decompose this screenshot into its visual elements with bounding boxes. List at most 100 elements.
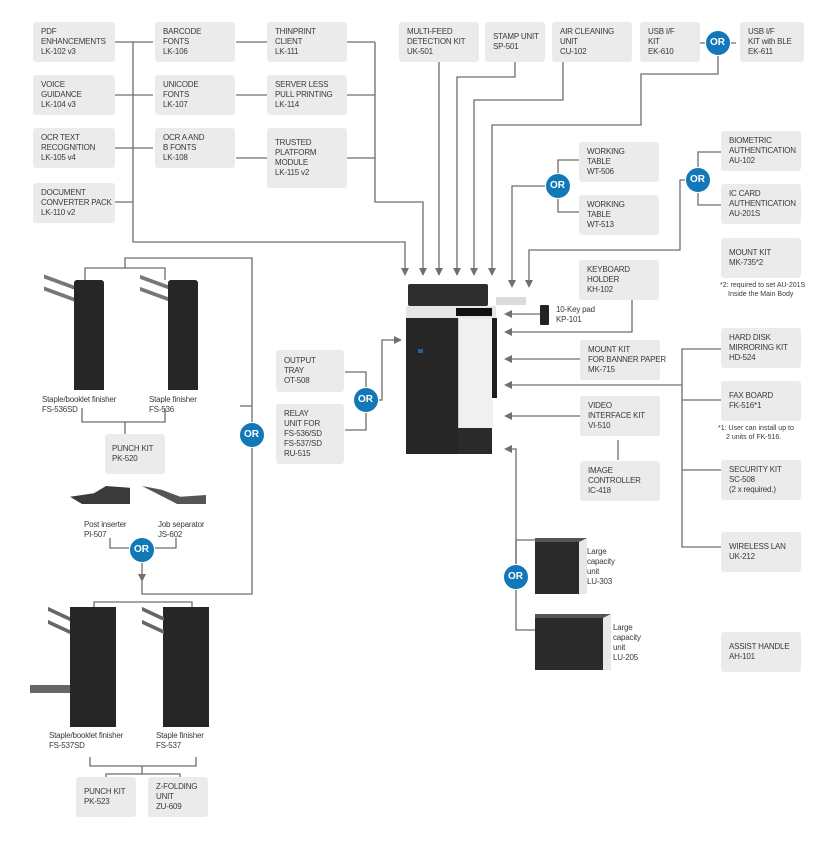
option-label: BIOMETRIC xyxy=(729,136,772,145)
large-capacity-unit-image xyxy=(535,614,611,670)
caption-line: FS-537 xyxy=(156,741,182,750)
caption-line: capacity xyxy=(613,633,641,642)
option-label: UNICODE xyxy=(163,80,199,89)
caption-line: LU-303 xyxy=(587,577,613,586)
option-label: FONTS xyxy=(163,37,190,46)
option-code: VI-510 xyxy=(588,421,611,430)
option-label: MULTI-FEED xyxy=(407,27,453,36)
option-label: FONTS xyxy=(163,90,190,99)
option-label: DOCUMENT xyxy=(41,188,86,197)
option-label: ASSIST HANDLE xyxy=(729,642,790,651)
option-label: TABLE xyxy=(587,157,611,166)
caption-line: FS-536SD xyxy=(42,405,78,414)
option-label: MIRRORING KIT xyxy=(729,343,788,352)
option-code: LK-102 v3 xyxy=(41,47,76,56)
option-code: LK-111 xyxy=(275,47,299,56)
finisher-image xyxy=(163,607,209,727)
option-code: LK-107 xyxy=(163,100,188,109)
option-code: LK-104 v3 xyxy=(41,100,76,109)
option-label: FS-537/SD xyxy=(284,439,322,448)
option-label: B FONTS xyxy=(163,143,197,152)
caption-line: Staple/booklet finisher xyxy=(49,731,124,740)
option-label: OUTPUT xyxy=(284,356,316,365)
option-label: CONVERTER PACK xyxy=(41,198,112,207)
option-label: UNIT FOR xyxy=(284,419,321,428)
option-code: AU-201S xyxy=(729,209,761,218)
option-label: FOR BANNER PAPER xyxy=(588,355,666,364)
finisher-image xyxy=(70,607,116,727)
option-label: UNIT xyxy=(560,37,578,46)
option-label: TABLE xyxy=(587,210,611,219)
option-note: (2 x required.) xyxy=(729,485,776,494)
option-label: USB I/F xyxy=(748,27,775,36)
caption-line: unit xyxy=(587,567,600,576)
option-label: HOLDER xyxy=(587,275,620,284)
caption-line: Large xyxy=(587,547,607,556)
option-label: GUIDANCE xyxy=(41,90,82,99)
option-label: KIT xyxy=(648,37,660,46)
option-label: CONTROLLER xyxy=(588,476,641,485)
option-code: IC-418 xyxy=(588,486,611,495)
option-label: IMAGE xyxy=(588,466,613,475)
option-label: WORKING xyxy=(587,200,625,209)
option-code: CU-102 xyxy=(560,47,587,56)
option-code: WT-506 xyxy=(587,167,614,176)
or-badge: OR xyxy=(238,421,265,448)
option-code: KH-102 xyxy=(587,285,613,294)
option-label: RECOGNITION xyxy=(41,143,96,152)
working-table-image xyxy=(496,297,526,305)
or-badge: OR xyxy=(544,172,571,199)
keypad-image xyxy=(540,305,549,325)
option-code: UK-212 xyxy=(729,552,755,561)
caption-line: Staple finisher xyxy=(156,731,204,740)
footnote-line: *2: required to set AU-201S xyxy=(720,282,806,289)
caption-line: FS-537SD xyxy=(49,741,85,750)
caption-line: Job separator xyxy=(158,520,205,529)
option-label: PUNCH KIT xyxy=(112,444,154,453)
option-label: KIT with BLE xyxy=(748,37,792,46)
option-label: FS-536/SD xyxy=(284,429,322,438)
option-code: FK-516*1 xyxy=(729,401,762,410)
option-label: OCR A AND xyxy=(163,133,205,142)
option-code: WT-513 xyxy=(587,220,614,229)
or-badge: OR xyxy=(684,166,711,193)
option-code: ZU-609 xyxy=(156,802,182,811)
option-label: RELAY xyxy=(284,409,309,418)
option-code: UK-501 xyxy=(407,47,433,56)
option-code: LK-115 v2 xyxy=(275,168,310,177)
option-label: THINPRINT xyxy=(275,27,316,36)
option-code: LK-105 v4 xyxy=(41,153,76,162)
option-label: FAX BOARD xyxy=(729,391,773,400)
caption-line: capacity xyxy=(587,557,615,566)
option-code: SC-508 xyxy=(729,475,755,484)
option-label: TRAY xyxy=(284,366,304,375)
option-code: SP-501 xyxy=(493,42,519,51)
mfp-main-unit-image xyxy=(406,284,497,454)
or-badge: OR xyxy=(128,536,155,563)
option-label: SECURITY KIT xyxy=(729,465,782,474)
option-label: WIRELESS LAN xyxy=(729,542,786,551)
caption-line: Large xyxy=(613,623,633,632)
option-label: BARCODE xyxy=(163,27,202,36)
